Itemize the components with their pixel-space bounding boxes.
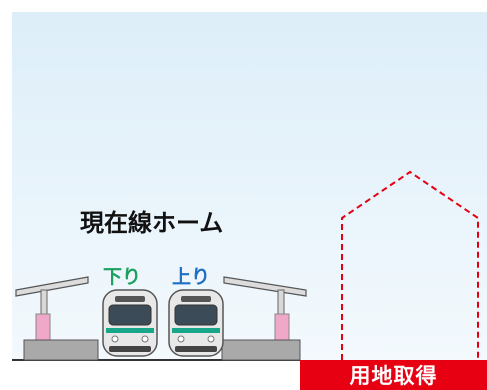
- down-line-label: 下り: [103, 266, 142, 288]
- right-platform-slab: [221, 339, 301, 361]
- train-up: [168, 289, 224, 357]
- train-down: [102, 289, 158, 357]
- right-platform-pink-post: [274, 313, 290, 343]
- building-outline-dashed: [341, 170, 479, 360]
- train-down-stripe: [106, 328, 154, 333]
- train-up-bumper: [175, 346, 217, 352]
- train-up-headlight-right: [207, 335, 215, 343]
- train-up-windshield: [174, 304, 218, 326]
- right-platform: [221, 276, 307, 361]
- current-line-platform-label: 現在線ホーム: [80, 209, 224, 237]
- train-down-bumper: [109, 346, 151, 352]
- left-platform-slab: [23, 339, 99, 361]
- train-up-stripe: [172, 328, 220, 333]
- sky-background: [12, 12, 487, 360]
- land-acquisition-label: 用地取得: [349, 364, 438, 388]
- land-acquisition-band: [300, 360, 487, 390]
- left-platform: [15, 276, 99, 361]
- train-up-headsign: [181, 296, 211, 302]
- up-line-label: 上り: [172, 266, 211, 288]
- land-acquisition-label-box: 用地取得: [300, 360, 487, 390]
- right-platform-roof: [223, 276, 307, 297]
- left-platform-roof: [15, 276, 89, 297]
- left-platform-pink-post: [35, 313, 51, 343]
- train-down-headlight-left: [111, 335, 119, 343]
- train-down-headsign: [115, 296, 145, 302]
- train-up-headlight-left: [177, 335, 185, 343]
- train-down-headlight-right: [141, 335, 149, 343]
- train-down-windshield: [108, 304, 152, 326]
